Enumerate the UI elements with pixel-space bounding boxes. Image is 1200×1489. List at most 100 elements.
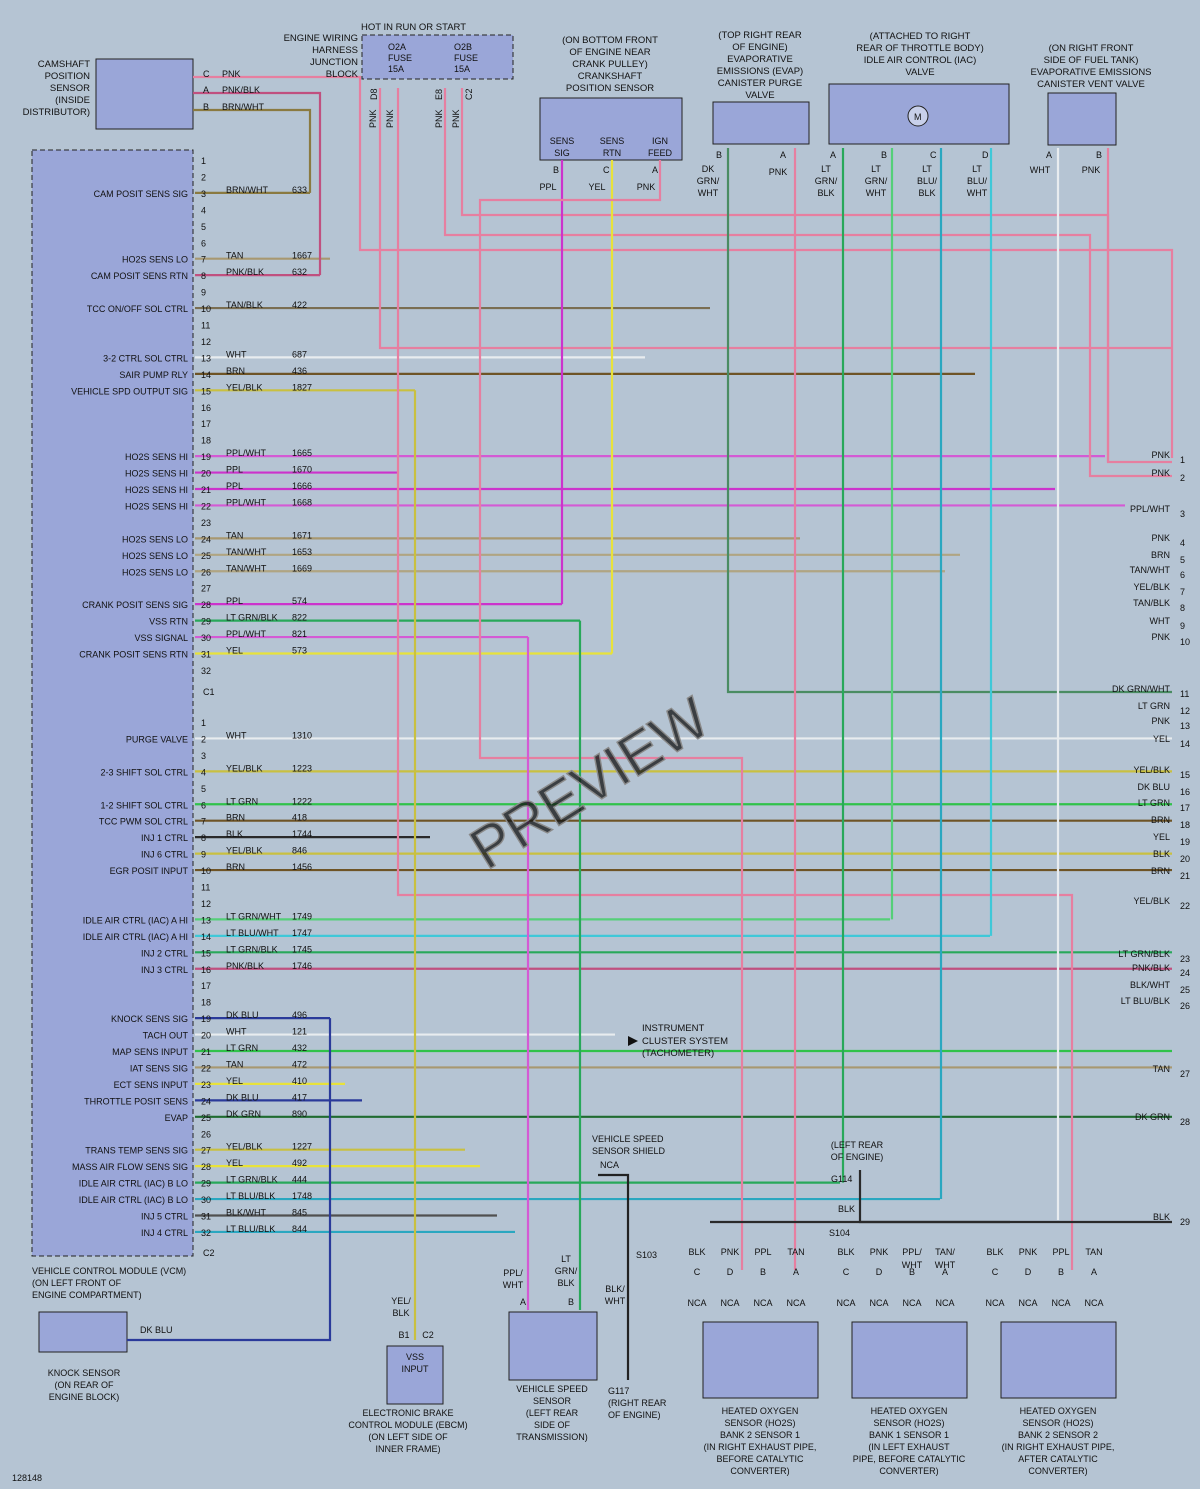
c2-fn-31: INJ 5 CTRL — [141, 1212, 188, 1222]
ho2s-3-wire-3a: PPL — [1052, 1247, 1069, 1257]
vent-wire-2: PNK — [1082, 165, 1101, 175]
c2-pin-18: 18 — [201, 998, 211, 1008]
figure-id: 128148 — [12, 1473, 42, 1483]
c2-wire-24: DK BLU — [226, 1092, 259, 1102]
c1-fn-24: HO2S SENS LO — [122, 534, 188, 544]
c2-pin-16: 16 — [201, 965, 211, 975]
crank-term-3-b: FEED — [648, 148, 673, 158]
ho2s-1-nca-1: NCA — [687, 1298, 706, 1308]
iac-wire-2-b: GRN/ — [865, 176, 888, 186]
ref-number-5: 5 — [1180, 555, 1185, 565]
ground-wire-label: BLK — [838, 1204, 855, 1214]
ho2s-2-wire-1a: BLK — [837, 1247, 854, 1257]
ground-label-line-2: OF ENGINE) — [831, 1152, 884, 1162]
ref-wire-25: BLK/WHT — [1130, 980, 1171, 990]
c2-pin-30: 30 — [201, 1195, 211, 1205]
fuse-a-pin: D8 — [369, 88, 379, 100]
c1-pin-22: 22 — [201, 501, 211, 511]
c1-circuit-8: 632 — [292, 267, 307, 277]
c1-pin-28: 28 — [201, 600, 211, 610]
c1-wire-31: YEL — [226, 646, 243, 656]
c1-wire-13: WHT — [226, 349, 247, 359]
iac-title-line-4: VALVE — [905, 67, 934, 78]
ho2s-1-pin-4: A — [793, 1267, 799, 1277]
ho2s-2-wire-4b: WHT — [935, 1260, 956, 1270]
c1-pin-3: 3 — [201, 189, 206, 199]
c2-wire-19: DK BLU — [226, 1010, 259, 1020]
crank-term-2-a: SENS — [600, 136, 625, 146]
ho2s-3-label-line-3: BANK 2 SENSOR 2 — [1018, 1430, 1098, 1440]
c1-pin-18: 18 — [201, 436, 211, 446]
ho2s-1-wire-1a: BLK — [688, 1247, 705, 1257]
crank-sensor-body — [539, 97, 683, 161]
vss-shield-label-line-2: SENSOR SHIELD — [592, 1146, 666, 1156]
c1-wire-10: TAN/BLK — [226, 300, 263, 310]
camshaft-label-line-2: POSITION — [45, 71, 91, 82]
knock-label-line-2: (ON REAR OF — [54, 1380, 114, 1390]
c2-circuit-14: 1747 — [292, 928, 312, 938]
ref-number-18: 18 — [1180, 820, 1190, 830]
c1-circuit-31: 573 — [292, 646, 307, 656]
c2-fn-29: IDLE AIR CTRL (IAC) B LO — [79, 1179, 188, 1189]
c2-pin-1: 1 — [201, 718, 206, 728]
c2-pin-3: 3 — [201, 751, 206, 761]
c1-pin-8: 8 — [201, 271, 206, 281]
c2-pin-11: 11 — [201, 883, 210, 893]
c1-pin-20: 20 — [201, 469, 211, 479]
ho2s-1-wire-4a: TAN — [787, 1247, 804, 1257]
ho2s-1-label-line-4: (IN RIGHT EXHAUST PIPE, — [704, 1442, 817, 1452]
camshaft-label-line-4: (INSIDE — [55, 95, 90, 106]
vcm-body — [31, 149, 194, 1257]
ho2s-3-label-line-4: (IN RIGHT EXHAUST PIPE, — [1002, 1442, 1115, 1452]
wire-cam-brnwht — [193, 108, 312, 193]
ho2s-3-nca-2: NCA — [1018, 1298, 1037, 1308]
fuse-wire-label-1: PNK — [368, 109, 378, 128]
c1-fn-26: HO2S SENS LO — [122, 567, 188, 577]
c2-pin-6: 6 — [201, 800, 206, 810]
c1-wire-28: PPL — [226, 596, 243, 606]
ref-number-11: 11 — [1180, 689, 1189, 699]
camshaft-label-line-5: DISTRIBUTOR) — [23, 107, 90, 118]
crank-title-line-3: CRANK PULLEY) — [572, 59, 648, 70]
evap-purge-title-line-3: EVAPORATIVE — [727, 54, 793, 65]
camshaft-pin-B: B — [203, 102, 209, 112]
ho2s-b1s1-body — [851, 1321, 968, 1399]
c2-pin-28: 28 — [201, 1162, 211, 1172]
fuse-a-label-line-1: O2A — [388, 42, 406, 52]
vss-label-line-3: (LEFT REAR — [526, 1408, 579, 1418]
evap-purge-title-line-2: OF ENGINE) — [732, 42, 787, 53]
fuse-wire-label-4: PNK — [451, 109, 461, 128]
c1-pin-10: 10 — [201, 304, 211, 314]
crank-wire-label-1: PPL — [539, 182, 556, 192]
c2-circuit-16: 1746 — [292, 961, 312, 971]
c2-circuit-27: 1227 — [292, 1142, 312, 1152]
s104-label: S104 — [829, 1228, 850, 1238]
c1-pin-7: 7 — [201, 255, 206, 265]
ref-number-16: 16 — [1180, 787, 1190, 797]
evap-purge-title-line-1: (TOP RIGHT REAR — [718, 30, 802, 41]
c1-circuit-19: 1665 — [292, 448, 312, 458]
c2-wire-28: YEL — [226, 1158, 243, 1168]
ref-number-22: 22 — [1180, 901, 1190, 911]
c1-fn-21: HO2S SENS HI — [125, 485, 188, 495]
c2-pin-20: 20 — [201, 1031, 211, 1041]
c2-circuit-20: 121 — [292, 1027, 307, 1037]
fuse-wire-label-2: PNK — [385, 109, 395, 128]
vss-wire-2b: GRN/ — [555, 1266, 578, 1276]
ebcm-wire-label-2: BLK — [392, 1308, 409, 1318]
iac-wire-3-b: BLU/ — [917, 176, 938, 186]
ref-number-25: 25 — [1180, 985, 1190, 995]
ho2s-2-wire-2a: PNK — [870, 1247, 889, 1257]
ho2s-2-label-line-5: PIPE, BEFORE CATALYTIC — [853, 1454, 966, 1464]
c2-fn-13: IDLE AIR CTRL (IAC) A HI — [83, 915, 188, 925]
ref-number-2: 2 — [1180, 473, 1185, 483]
c1-wire-25: TAN/WHT — [226, 547, 267, 557]
iac-wire-1-a: LT — [821, 164, 831, 174]
ho2s-2-pin-3: B — [909, 1267, 915, 1277]
vss-pin-A: A — [520, 1297, 526, 1307]
crank-term-1-a: SENS — [550, 136, 575, 146]
ho2s-3-wire-1a: BLK — [986, 1247, 1003, 1257]
ho2s-2-nca-1: NCA — [836, 1298, 855, 1308]
ho2s-2-label-line-2: SENSOR (HO2S) — [873, 1418, 944, 1428]
c1-fn-14: SAIR PUMP RLY — [119, 370, 188, 380]
